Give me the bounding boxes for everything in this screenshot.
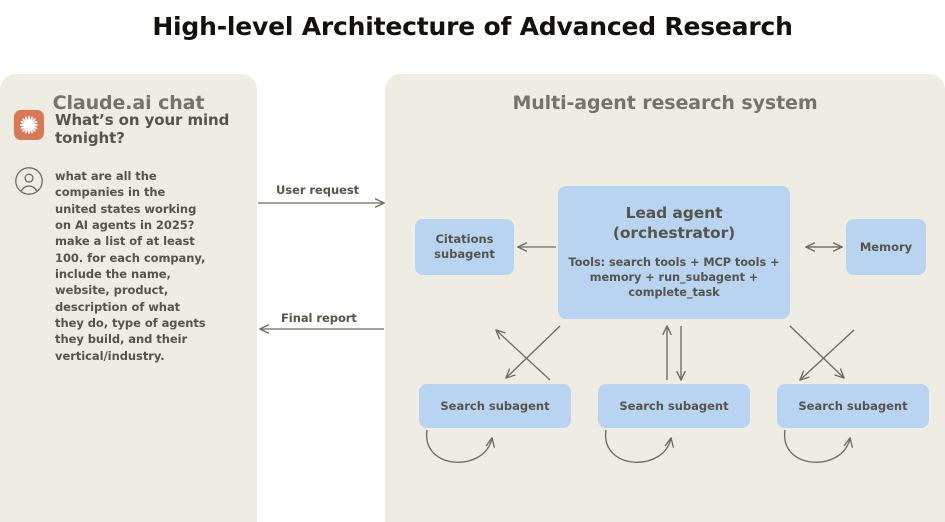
node-citations-subagent[interactable]: Citations subagent — [415, 219, 514, 275]
user-request-label: User request — [276, 183, 360, 197]
node-search-subagent-2[interactable]: Search subagent — [598, 384, 750, 428]
lead-agent-title-line1: Lead agent — [625, 204, 723, 223]
claude-chat-panel: Claude.ai chat — [0, 74, 257, 522]
user-message-row: what are all the companies in the united… — [14, 166, 246, 364]
page-title: High-level Architecture of Advanced Rese… — [152, 12, 793, 41]
node-memory[interactable]: Memory — [846, 219, 926, 275]
node-lead-agent[interactable]: Lead agent (orchestrator) Tools: search … — [558, 186, 790, 319]
assistant-message-text: What’s on your mind tonight? — [55, 111, 230, 148]
citations-label-line1: Citations — [435, 232, 494, 247]
lead-agent-title: Lead agent (orchestrator) — [613, 204, 735, 242]
claude-chat-heading: Claude.ai chat — [52, 92, 205, 114]
user-avatar-icon — [14, 166, 44, 196]
citations-label-line2: subagent — [434, 247, 495, 261]
lead-agent-tools: Tools: search tools + MCP tools + memory… — [568, 255, 780, 299]
lead-agent-title-line2: (orchestrator) — [612, 223, 736, 242]
multi-agent-system-heading: Multi-agent research system — [512, 92, 818, 114]
node-search-subagent-1[interactable]: Search subagent — [419, 384, 571, 428]
node-search-subagent-3[interactable]: Search subagent — [777, 384, 929, 428]
claude-starburst-icon — [14, 110, 44, 140]
assistant-message-row: What’s on your mind tonight? — [14, 110, 246, 148]
final-report-label: Final report — [281, 311, 357, 325]
user-message-text: what are all the companies in the united… — [55, 169, 206, 363]
